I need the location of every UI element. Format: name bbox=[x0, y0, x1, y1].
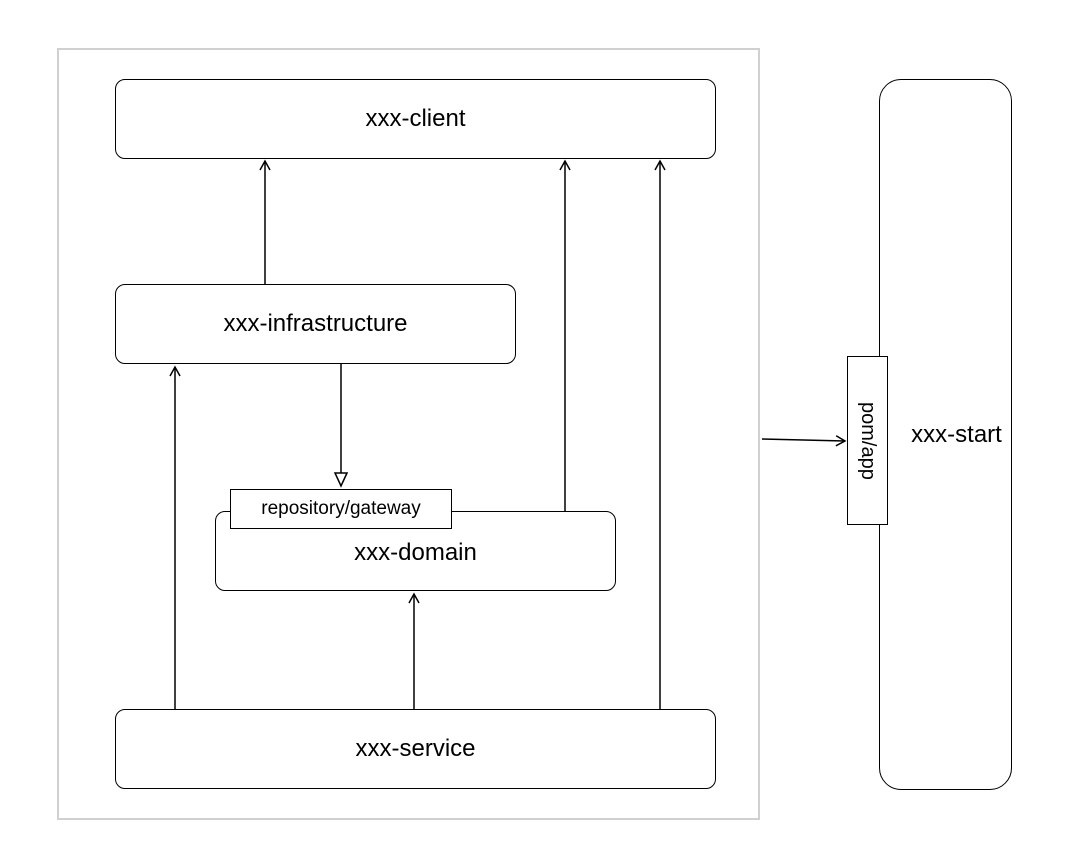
edge-group-to-pom-app bbox=[761, 435, 847, 447]
infrastructure-module-label: xxx-infrastructure bbox=[223, 310, 408, 337]
start-module[interactable]: xxx-start bbox=[879, 79, 1012, 790]
repository-gateway-label: repository/gateway bbox=[261, 498, 421, 519]
pom-app-label: pom/app bbox=[857, 401, 879, 480]
module-group-frame bbox=[57, 48, 760, 820]
repository-gateway-port[interactable]: repository/gateway bbox=[230, 489, 452, 529]
client-module-label: xxx-client bbox=[365, 105, 466, 132]
domain-module-label: xxx-domain bbox=[354, 539, 477, 566]
service-module-label: xxx-service bbox=[355, 735, 476, 762]
start-module-label: xxx-start bbox=[911, 420, 1002, 448]
client-module[interactable]: xxx-client bbox=[115, 79, 716, 159]
pom-app-port[interactable]: pom/app bbox=[847, 356, 888, 525]
infrastructure-module[interactable]: xxx-infrastructure bbox=[115, 284, 516, 364]
service-module[interactable]: xxx-service bbox=[115, 709, 716, 789]
